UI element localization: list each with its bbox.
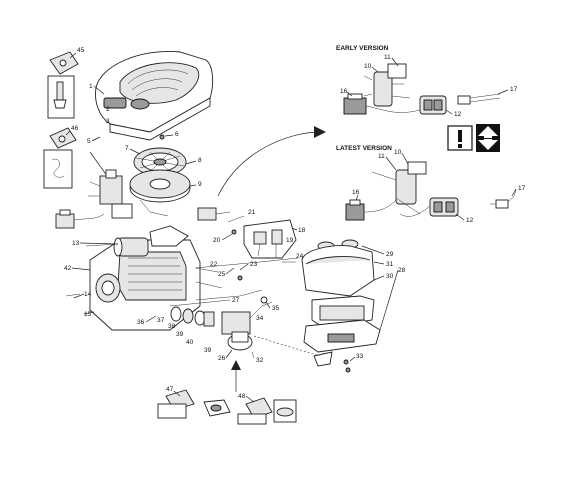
callout-27: 27 — [232, 297, 240, 304]
callout-12-latest: 12 — [466, 217, 474, 224]
callout-13: 13 — [72, 240, 80, 247]
callout-40: 40 — [186, 339, 194, 346]
exclamation-icon — [447, 125, 473, 151]
callout-48: 48 — [238, 393, 246, 400]
callout-37: 37 — [157, 317, 165, 324]
callout-5: 5 — [87, 138, 91, 145]
callout-21: 21 — [248, 209, 256, 216]
early-module-16 — [343, 93, 367, 115]
parts-bag-46 — [43, 127, 77, 189]
parts-bag-45 — [47, 51, 79, 119]
ignition-coil — [88, 169, 133, 219]
callout-11-early: 11 — [384, 54, 391, 61]
engine-cover — [95, 50, 214, 141]
callout-19: 19 — [286, 237, 294, 244]
callout-2: 2 — [106, 106, 110, 113]
callout-7: 7 — [125, 145, 129, 152]
latest-coil — [371, 161, 427, 215]
flywheel — [129, 169, 191, 203]
callout-36: 36 — [137, 319, 145, 326]
parts-bag-47 — [157, 389, 231, 419]
callout-8: 8 — [198, 157, 202, 164]
callout-25: 25 — [218, 271, 226, 278]
callout-46: 46 — [71, 125, 79, 132]
callout-12-early: 12 — [454, 111, 462, 118]
latest-coil-12 — [399, 197, 459, 217]
callout-18: 18 — [298, 227, 306, 234]
ignition-module-left — [55, 209, 105, 229]
bracket-33 — [313, 351, 351, 373]
callout-30: 30 — [386, 273, 394, 280]
callout-10-latest: 10 — [394, 149, 402, 156]
latest-version-header: LATEST VERSION — [336, 145, 392, 152]
early-connector-17 — [457, 93, 501, 105]
callout-9: 9 — [198, 181, 202, 188]
callout-45: 45 — [77, 47, 85, 54]
callout-14: 14 — [84, 291, 92, 298]
callout-26: 26 — [218, 355, 226, 362]
callout-17-latest: 17 — [518, 185, 526, 192]
callout-34: 34 — [256, 315, 264, 322]
callout-20: 20 — [213, 237, 221, 244]
starter-13 — [85, 237, 149, 257]
carburetor — [221, 296, 273, 351]
callout-3: 3 — [106, 118, 110, 125]
callout-39: 39 — [176, 331, 184, 338]
callout-6: 6 — [175, 131, 179, 138]
callout-10-early: 10 — [364, 63, 372, 70]
callout-22: 22 — [210, 261, 218, 268]
callout-28: 28 — [398, 267, 406, 274]
callout-15: 15 — [84, 311, 92, 318]
callout-24: 24 — [296, 253, 304, 260]
up-down-arrows-icon — [476, 124, 500, 152]
latest-module-16 — [345, 199, 397, 221]
callout-1: 1 — [89, 83, 93, 90]
callout-47: 47 — [166, 386, 174, 393]
switch-module — [197, 207, 231, 221]
flywheel-fan — [133, 147, 187, 177]
callout-38: 38 — [168, 323, 176, 330]
callout-11-latest: 11 — [378, 153, 385, 160]
early-coil — [363, 63, 411, 107]
callout-29: 29 — [386, 251, 394, 258]
callout-33: 33 — [356, 353, 364, 360]
callout-16-latest: 16 — [352, 189, 360, 196]
early-coil-12 — [365, 95, 447, 115]
callout-42: 42 — [64, 265, 72, 272]
latest-connector-17 — [490, 189, 517, 209]
early-version-header: EARLY VERSION — [336, 45, 389, 52]
parts-bag-48 — [237, 397, 297, 425]
throttle-bracket — [243, 219, 297, 259]
callout-35: 35 — [272, 305, 280, 312]
callout-31: 31 — [386, 261, 394, 268]
callout-23: 23 — [250, 261, 258, 268]
callout-39-carb: 39 — [204, 347, 212, 354]
callout-16-early: 16 — [340, 88, 348, 95]
callout-17-early: 17 — [510, 86, 518, 93]
air-filter-assembly — [301, 239, 381, 353]
gaskets — [170, 306, 215, 327]
callout-32: 32 — [256, 357, 264, 364]
engine-block — [89, 225, 223, 331]
